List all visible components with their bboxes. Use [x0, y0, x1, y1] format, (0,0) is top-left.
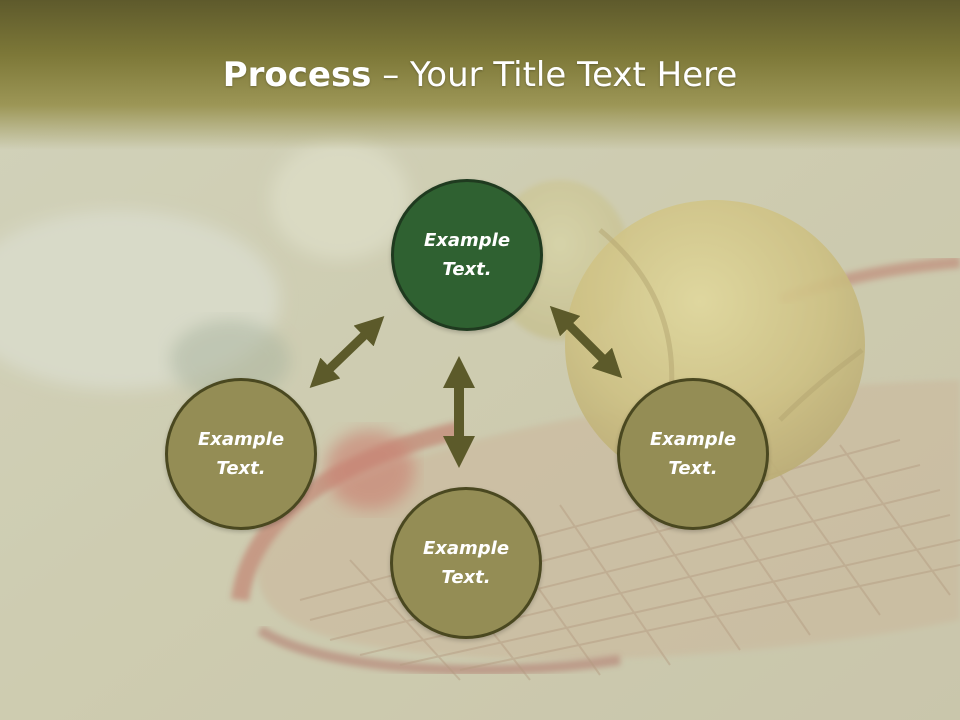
- slide-title: Process – Your Title Text Here: [0, 52, 960, 98]
- node-right-line1: Example: [649, 429, 737, 450]
- node-bottom-line1: Example: [422, 538, 510, 559]
- title-rest: – Your Title Text Here: [371, 55, 738, 95]
- node-left-line1: Example: [197, 429, 285, 450]
- double-arrow-icon: [549, 305, 623, 379]
- node-right-line2: Text.: [668, 458, 718, 479]
- title-bold: Process: [222, 55, 372, 95]
- node-top-line2: Text.: [442, 259, 492, 280]
- header-band: [0, 0, 960, 150]
- double-arrow-icon: [309, 316, 385, 388]
- node-bottom-line2: Text.: [441, 567, 491, 588]
- node-top-line1: Example: [423, 230, 511, 251]
- node-left-line2: Text.: [216, 458, 266, 479]
